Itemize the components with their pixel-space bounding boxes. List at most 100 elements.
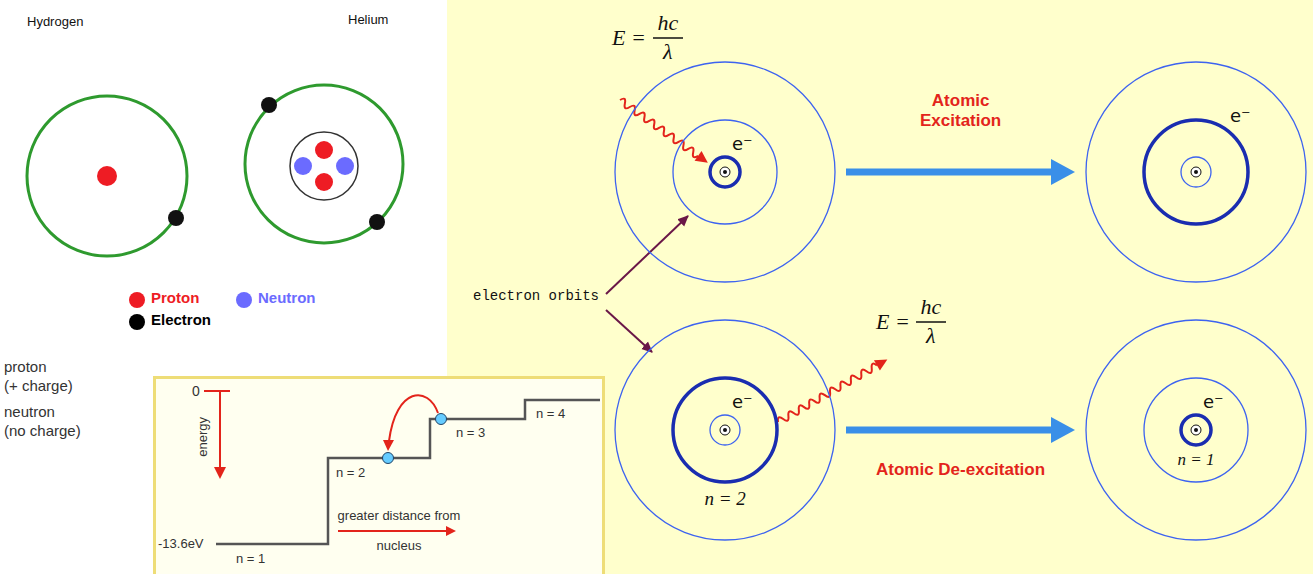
edge-label: Atomic De-excitation — [876, 460, 1045, 480]
nucleus — [720, 425, 730, 435]
formula-text: E = — [876, 311, 910, 333]
legend-text: Proton — [151, 289, 199, 307]
formula-text: E = — [612, 27, 646, 49]
energy-axis — [219, 391, 221, 469]
atom-name: Hydrogen — [27, 14, 83, 30]
leader-line — [606, 310, 652, 352]
level-label: n = 2 — [336, 465, 365, 481]
legend-swatch — [236, 292, 252, 308]
level-label: n = 2 — [705, 488, 746, 511]
orbit-ring — [710, 157, 740, 187]
formula-text: λ — [663, 41, 673, 63]
arrow-shaft — [846, 169, 1053, 176]
orbit-ring — [1144, 120, 1248, 224]
callout-label: electron orbits — [473, 288, 599, 305]
helium-atom: Helium — [240, 8, 410, 253]
energy-axis-tick — [204, 390, 230, 392]
leader-line — [606, 216, 688, 294]
photon-wave — [618, 97, 700, 159]
neutron-dot — [336, 157, 354, 175]
distance-arrow-head — [446, 526, 456, 536]
electron-label: e⁻ — [732, 133, 753, 155]
photon-head — [874, 354, 890, 370]
node-outline — [22, 10, 194, 260]
transition-curve — [389, 395, 438, 441]
node-outline — [1083, 317, 1309, 543]
bohr-atom: e⁻ n = 1 — [1083, 317, 1309, 543]
neutron-dot — [294, 157, 312, 175]
legend-text: Electron — [151, 311, 211, 329]
orbit-ring — [673, 378, 777, 482]
proton-dot — [315, 173, 333, 191]
orbit-ring — [615, 320, 835, 540]
node-outline — [612, 317, 838, 543]
level-label: n = 3 — [456, 425, 485, 441]
axis-label: energy — [195, 417, 211, 457]
orbit-ring — [673, 120, 777, 224]
photon-in — [617, 95, 712, 168]
orbit-ring — [1086, 62, 1306, 282]
formula-text: hc — [921, 296, 942, 318]
energy-level-inset: 0energyn = 2n = 3n = 4-13.6eVn = 1greate… — [153, 376, 605, 574]
nucleus-dot — [723, 170, 727, 174]
arrow-shaft — [846, 427, 1053, 434]
orbit-ring — [1144, 378, 1248, 482]
nucleus-dot — [723, 428, 727, 432]
photon-wave — [776, 362, 878, 425]
note-text: neutron — [4, 403, 55, 421]
note-text: (no charge) — [4, 422, 81, 440]
electron-label: e⁻ — [1230, 105, 1251, 127]
energy-axis-head — [214, 467, 226, 479]
level-label: n = 1 — [1178, 450, 1215, 470]
node-outline — [240, 8, 410, 253]
orbit-ring — [1181, 415, 1211, 445]
nucleus — [720, 167, 730, 177]
electron-marker — [383, 453, 394, 464]
photon-out — [775, 354, 890, 427]
electron-dot — [168, 210, 184, 226]
orbit-ring — [1086, 320, 1306, 540]
transition-arrow — [846, 417, 1075, 443]
orbit-ring — [710, 415, 740, 445]
electron-shell — [245, 85, 403, 243]
bohr-atom: e⁻ — [612, 59, 838, 285]
distance-arrow — [338, 530, 446, 532]
transition-arrow — [846, 159, 1075, 185]
edge-label: Atomic Excitation — [920, 91, 1001, 132]
atom-name: Helium — [348, 12, 388, 28]
electron-label: e⁻ — [1203, 391, 1224, 413]
orbit-ring — [1181, 157, 1211, 187]
note-text: proton — [4, 358, 47, 376]
nucleus-dot — [1194, 428, 1198, 432]
photon-head — [695, 151, 712, 168]
transition-head — [383, 440, 394, 451]
nucleus-dot — [1194, 170, 1198, 174]
proton-dot — [97, 166, 117, 186]
nucleus — [1191, 425, 1201, 435]
arrow-head — [1051, 417, 1075, 443]
nucleus-outline — [290, 132, 358, 200]
electron-dot — [369, 214, 385, 230]
nucleus — [1191, 167, 1201, 177]
bohr-atom: e⁻ — [1083, 59, 1309, 285]
node-outline — [1083, 59, 1309, 285]
hydrogen-atom: Hydrogen — [22, 10, 194, 260]
node-outline — [612, 59, 838, 285]
electron-marker — [436, 414, 447, 425]
fraction-bar — [916, 321, 946, 323]
formula-text: λ — [926, 325, 936, 347]
legend-text: Neutron — [258, 289, 316, 307]
legend-swatch — [129, 314, 145, 330]
axis-value: 0 — [192, 383, 200, 400]
proton-dot — [315, 141, 333, 159]
note-text: (+ charge) — [4, 377, 73, 395]
electron-label: e⁻ — [732, 391, 753, 413]
legend-swatch — [129, 292, 145, 308]
electron-dot — [261, 97, 277, 113]
formula-text: hc — [658, 12, 679, 34]
level-label: n = 4 — [536, 406, 565, 422]
electron-shell — [27, 96, 187, 256]
arrow-head — [1051, 159, 1075, 185]
bohr-atom: e⁻ n = 2 — [612, 317, 838, 543]
